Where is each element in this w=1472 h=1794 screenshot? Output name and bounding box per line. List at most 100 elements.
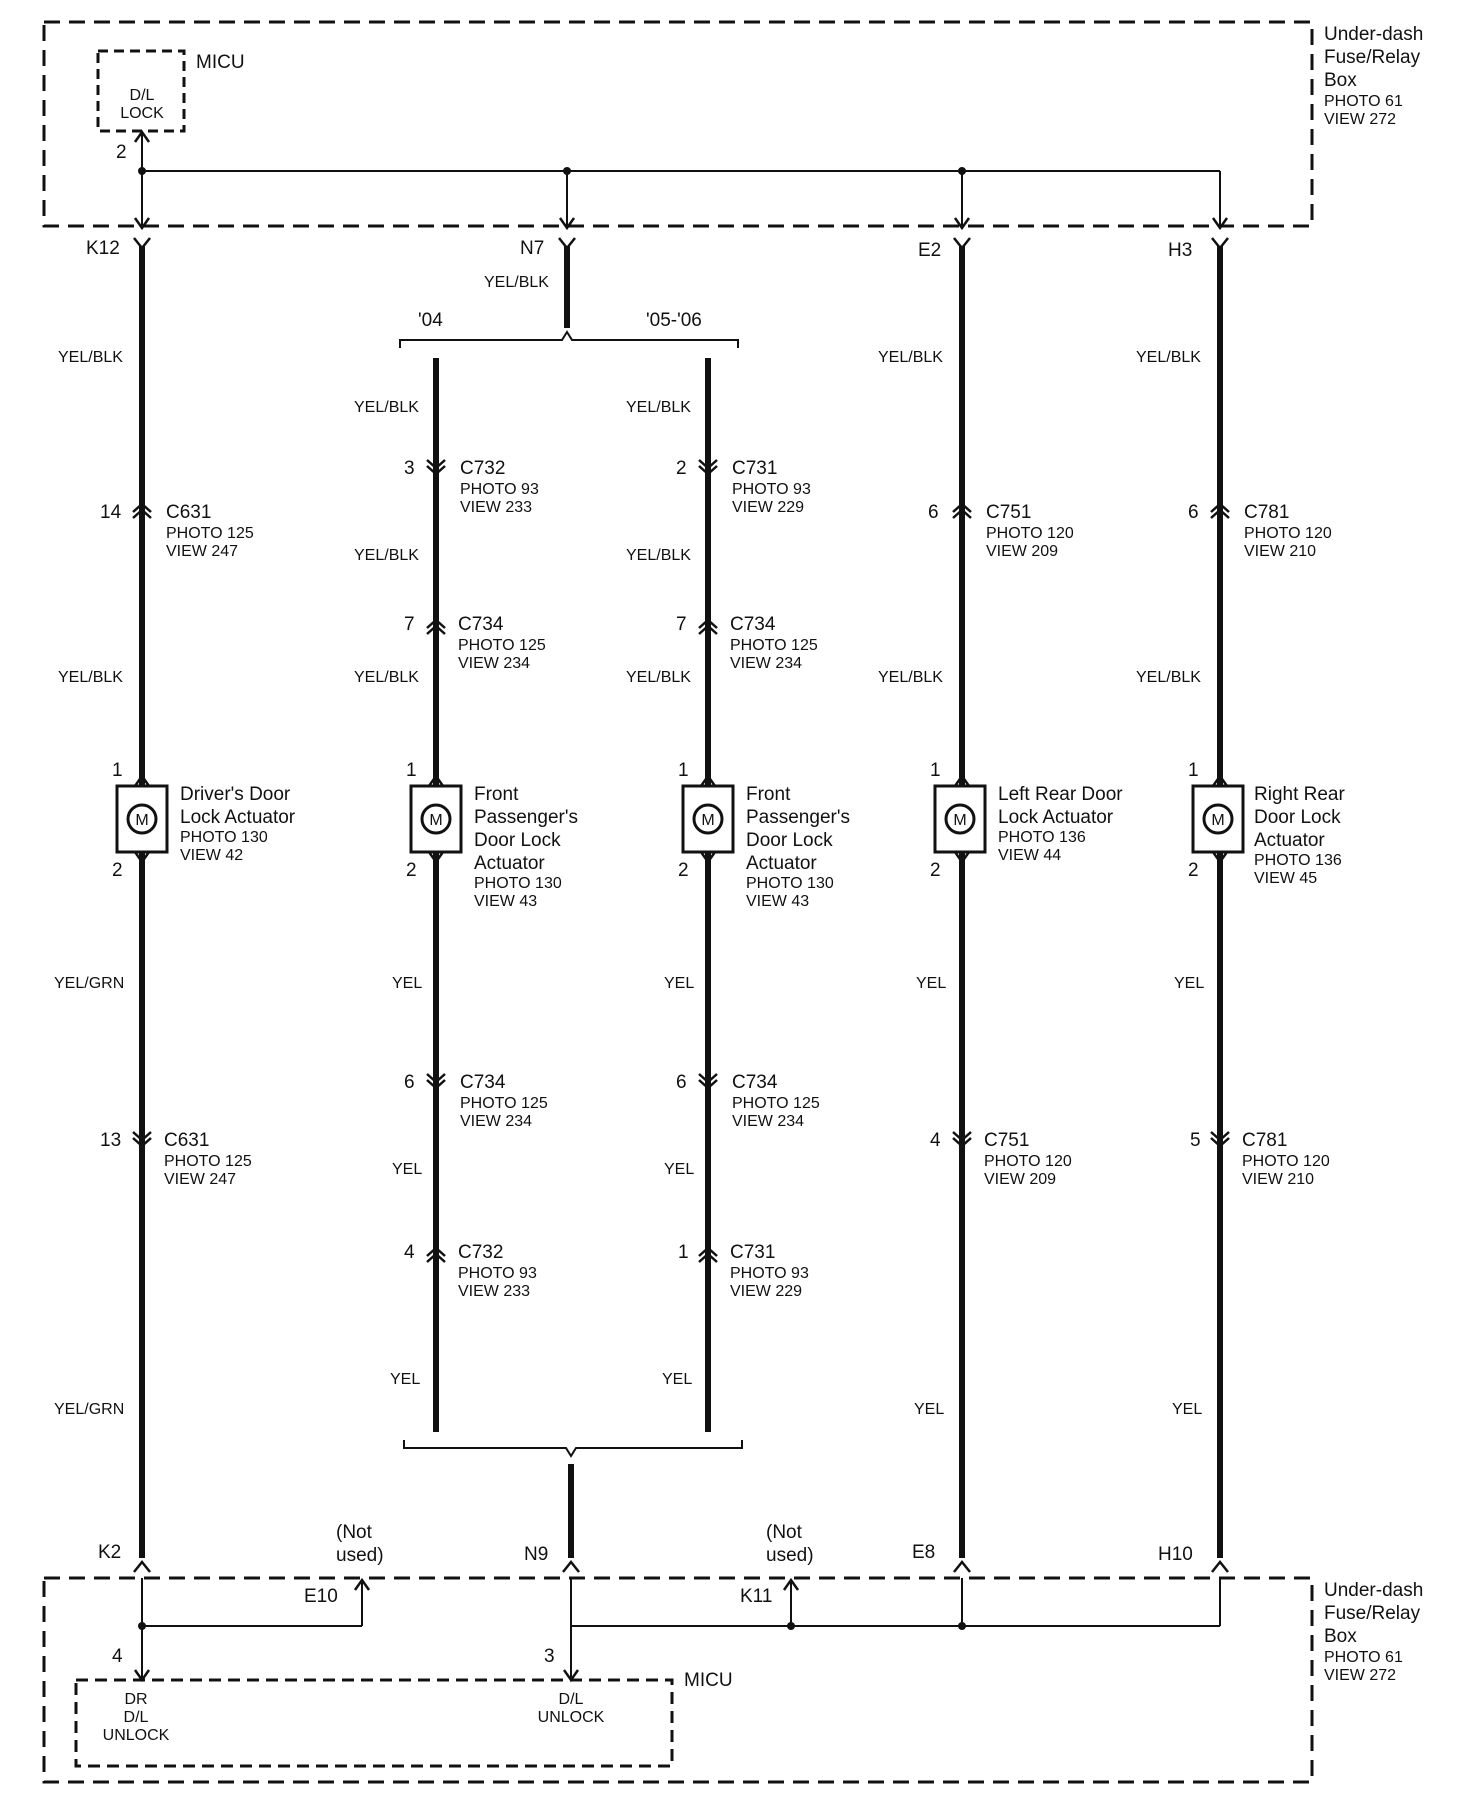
connector-view: VIEW 233	[460, 499, 532, 516]
actuator-pin-bottom: 2	[112, 860, 123, 881]
actuator-label: Actuator	[746, 853, 817, 874]
actuator-photo: PHOTO 130	[746, 875, 834, 892]
micu-dr-unlock-function-2: D/L	[124, 1709, 149, 1726]
wire-color: YEL/BLK	[1136, 669, 1201, 686]
wire-color: YEL/GRN	[54, 1401, 124, 1418]
connector-name: C631	[164, 1130, 209, 1151]
connector-photo: PHOTO 120	[1242, 1153, 1330, 1170]
connector-name: C734	[458, 614, 504, 635]
top-terminal-e2: E2	[918, 240, 941, 261]
connector-photo: PHOTO 125	[166, 525, 254, 542]
actuator-label: Door Lock	[474, 830, 561, 851]
top-terminal-h3: H3	[1168, 240, 1192, 261]
connector-photo: PHOTO 125	[732, 1095, 820, 1112]
fuse-box-bottom-outline	[42, 1576, 1314, 1784]
connector-view: VIEW 234	[458, 655, 530, 672]
fuse-box-bottom-photo: PHOTO 61	[1324, 1649, 1403, 1666]
bottom-terminal-connectors	[133, 1559, 1229, 1573]
variant-label-04: '04	[418, 310, 443, 331]
wire-color: YEL	[1174, 975, 1204, 992]
connector-c734-upper-05: 7 C734 PHOTO 125 VIEW 234	[676, 614, 818, 672]
top-bus	[133, 129, 1229, 231]
micu-dr-unlock-pin: 4	[112, 1646, 123, 1667]
fuse-box-top-label-2: Fuse/Relay	[1324, 47, 1421, 68]
connector-c731-lower: 1 C731 PHOTO 93 VIEW 229	[678, 1242, 809, 1300]
fuse-box-top-photo: PHOTO 61	[1324, 93, 1403, 110]
actuator-front-passenger-04: M 1 2 Front Passenger's Door Lock Actuat…	[406, 760, 578, 910]
bottom-terminal-e8: E8	[912, 1542, 935, 1563]
fuse-box-bottom-label-1: Under-dash	[1324, 1580, 1423, 1601]
connector-view: VIEW 229	[730, 1283, 802, 1300]
connector-pin: 6	[1188, 502, 1199, 523]
motor-icon	[692, 803, 724, 835]
wire-color: YEL	[914, 1401, 944, 1418]
wire-color: YEL/BLK	[626, 399, 691, 416]
actuator-pin-bottom: 2	[1188, 860, 1199, 881]
connector-pin: 6	[404, 1072, 415, 1093]
micu-lock-function-2: LOCK	[120, 105, 164, 122]
connector-c732-lower: 4 C732 PHOTO 93 VIEW 233	[404, 1242, 537, 1300]
motor-symbol: M	[1211, 812, 1224, 829]
fuse-box-top-outline	[42, 20, 1314, 228]
micu-bottom-label: MICU	[684, 1670, 733, 1691]
actuator-pin-top: 1	[406, 760, 417, 781]
connector-name: C751	[986, 502, 1031, 523]
connector-c631-upper: 14 C631 PHOTO 125 VIEW 247	[100, 502, 254, 560]
connector-pin: 6	[676, 1072, 687, 1093]
actuator-pin-top: 1	[1188, 760, 1199, 781]
connector-view: VIEW 234	[730, 655, 802, 672]
micu-unlock-pin: 3	[544, 1646, 555, 1667]
wires	[139, 246, 1223, 1558]
actuator-driver: M 1 2 Driver's Door Lock Actuator PHOTO …	[112, 760, 296, 881]
connector-pin: 13	[100, 1130, 121, 1151]
connector-photo: PHOTO 120	[986, 525, 1074, 542]
actuator-label: Front	[746, 784, 791, 805]
connector-view: VIEW 210	[1244, 543, 1316, 560]
motor-symbol: M	[953, 812, 966, 829]
wire-color: YEL	[662, 1371, 692, 1388]
connector-photo: PHOTO 93	[458, 1265, 537, 1282]
connector-c751-upper: 6 C751 PHOTO 120 VIEW 209	[928, 502, 1074, 560]
fuse-box-bottom-label-2: Fuse/Relay	[1324, 1603, 1421, 1624]
actuator-label: Passenger's	[474, 807, 578, 828]
micu-dr-unlock-function-1: DR	[124, 1691, 147, 1708]
wire-color: YEL/BLK	[58, 669, 123, 686]
actuator-photo: PHOTO 136	[998, 829, 1086, 846]
wire-color: YEL/GRN	[54, 975, 124, 992]
connector-view: VIEW 233	[458, 1283, 530, 1300]
unused-note-k11-1: (Not	[766, 1522, 803, 1543]
bottom-terminal-n9: N9	[524, 1544, 548, 1565]
motor-icon	[420, 803, 452, 835]
wire-color: YEL/BLK	[354, 399, 419, 416]
connector-photo: PHOTO 125	[164, 1153, 252, 1170]
fuse-box-bottom-view: VIEW 272	[1324, 1667, 1396, 1684]
wire-color: YEL	[1172, 1401, 1202, 1418]
micu-dr-unlock-function-3: UNLOCK	[103, 1727, 170, 1744]
motor-icon	[1202, 803, 1234, 835]
top-terminal-n7: N7	[520, 238, 544, 259]
connector-c781-upper: 6 C781 PHOTO 120 VIEW 210	[1188, 502, 1332, 560]
actuator-view: VIEW 44	[998, 847, 1061, 864]
connector-name: C734	[730, 614, 776, 635]
unused-note-k11-2: used)	[766, 1545, 814, 1566]
wire-color: YEL/BLK	[58, 349, 123, 366]
wire-color: YEL	[916, 975, 946, 992]
actuator-photo: PHOTO 130	[474, 875, 562, 892]
connector-c781-lower: 5 C781 PHOTO 120 VIEW 210	[1190, 1130, 1330, 1188]
connector-photo: PHOTO 120	[984, 1153, 1072, 1170]
micu-unlock-outline	[74, 1678, 674, 1768]
fuse-box-top-label-1: Under-dash	[1324, 24, 1423, 45]
wire-color: YEL/BLK	[626, 669, 691, 686]
actuator-photo: PHOTO 130	[180, 829, 268, 846]
connector-name: C731	[732, 458, 777, 479]
actuator-left-rear: M 1 2 Left Rear Door Lock Actuator PHOTO…	[930, 760, 1123, 881]
connector-c731-upper: 2 C731 PHOTO 93 VIEW 229	[676, 458, 811, 516]
connector-view: VIEW 209	[984, 1171, 1056, 1188]
actuator-front-passenger-05-06: M 1 2 Front Passenger's Door Lock Actuat…	[678, 760, 850, 910]
connector-photo: PHOTO 125	[460, 1095, 548, 1112]
connector-view: VIEW 247	[164, 1171, 236, 1188]
connector-name: C781	[1242, 1130, 1287, 1151]
connector-pin: 4	[404, 1242, 415, 1263]
wire-color: YEL/BLK	[1136, 349, 1201, 366]
